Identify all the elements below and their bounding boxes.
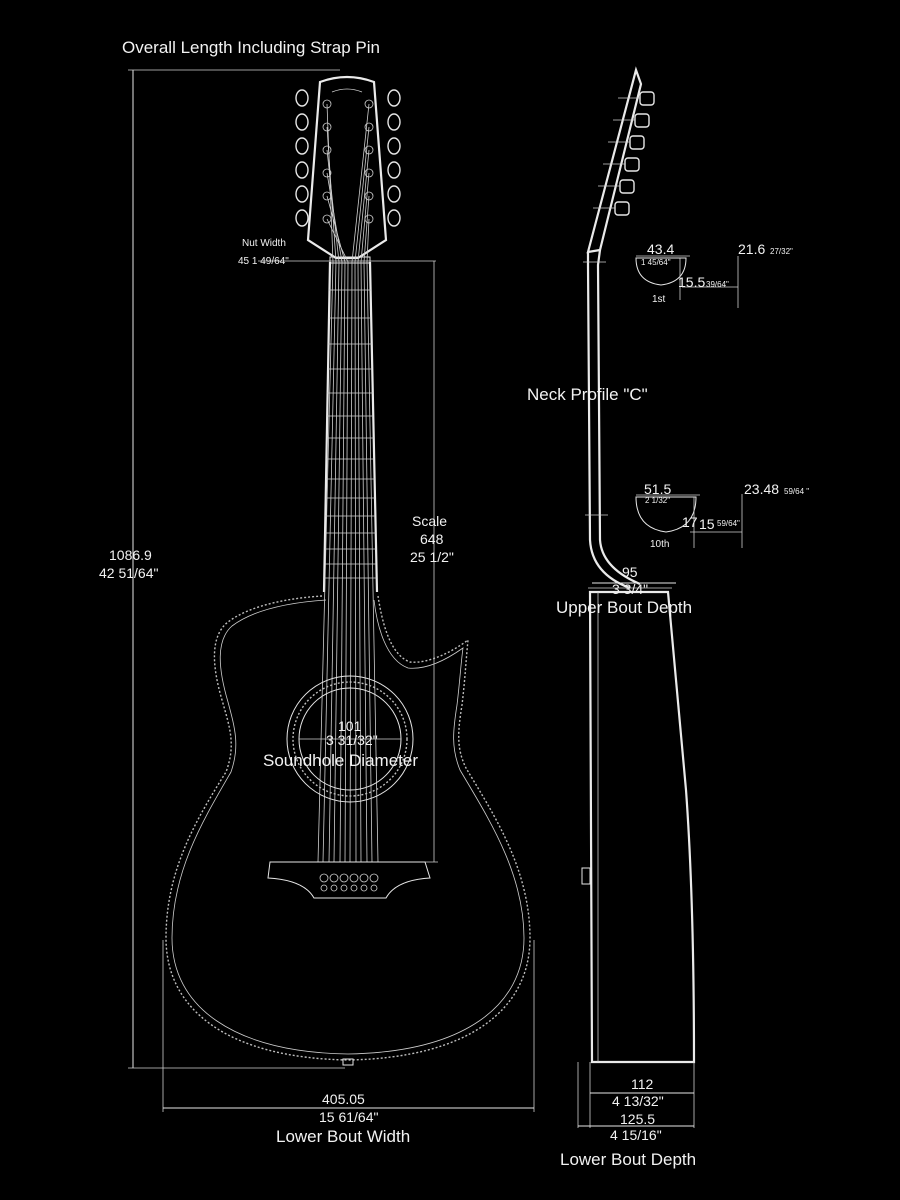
soundhole-mm: 101 xyxy=(338,718,362,734)
nut-width-title: Nut Width xyxy=(242,238,286,249)
side-neck xyxy=(586,249,641,590)
nut-width-value: 45 1 49/64" xyxy=(238,256,289,267)
tenth-fret-label: 10th xyxy=(650,539,669,550)
tenth-fret-depth-in: 59/64" xyxy=(717,519,740,528)
tenth-fret-width-in: 2 1/32" xyxy=(645,496,670,505)
scale-mm: 648 xyxy=(420,531,444,547)
side-view xyxy=(577,66,743,1128)
side-strap-button xyxy=(581,867,591,885)
first-fret-depth: 15.5 xyxy=(678,274,705,290)
side-tuners xyxy=(593,91,655,216)
guitar-body xyxy=(165,595,531,1061)
tuning-pegs xyxy=(295,89,401,227)
lower-depth-inner-mm: 112 xyxy=(631,1076,654,1092)
side-body xyxy=(588,590,696,1064)
soundhole-rosette-pattern xyxy=(292,681,408,797)
tenth-fret-width: 51.5 xyxy=(644,481,671,497)
scale-title: Scale xyxy=(412,513,447,529)
front-view xyxy=(128,69,535,1112)
lower-bout-width-in: 15 61/64" xyxy=(319,1109,378,1125)
first-fret-depth-in: 39/64" xyxy=(706,280,729,289)
lower-depth-inner-in: 4 13/32" xyxy=(612,1093,664,1109)
bridge xyxy=(267,861,431,899)
first-fret-width: 43.4 xyxy=(647,241,674,257)
strap-pin xyxy=(342,1058,354,1066)
neck-profile-title: Neck Profile "C" xyxy=(527,385,648,404)
profile-10th-fret xyxy=(635,496,697,533)
profile-1st-fret xyxy=(635,257,687,286)
first-fret-label: 1st xyxy=(652,294,666,305)
upper-bout-title: Upper Bout Depth xyxy=(556,598,692,617)
lower-bout-width-mm: 405.05 xyxy=(322,1091,365,1107)
total-length-mm: 1086.9 xyxy=(109,547,152,563)
total-length-in: 42 51/64" xyxy=(99,565,158,581)
tenth-fret-thickness: 23.48 xyxy=(744,481,779,497)
first-fret-thickness-in: 27/32" xyxy=(770,247,793,256)
strings xyxy=(317,103,379,863)
overall-length-title: Overall Length Including Strap Pin xyxy=(122,38,380,57)
lower-bout-width-title: Lower Bout Width xyxy=(276,1127,410,1146)
soundhole-title: Soundhole Diameter xyxy=(263,751,418,770)
lower-depth-outer-in: 4 15/16" xyxy=(610,1127,662,1143)
tenth-fret-thickness-in: 59/64 " xyxy=(784,487,809,496)
nut xyxy=(329,256,371,264)
first-fret-width-in: 1 45/64" xyxy=(641,258,671,267)
soundhole-rosette-outer xyxy=(286,675,414,803)
lower-depth-outer-mm: 125.5 xyxy=(620,1111,655,1127)
headstock-logo xyxy=(331,88,363,93)
soundhole-in: 3 31/32" xyxy=(326,732,378,748)
scale-in: 25 1/2" xyxy=(410,549,454,565)
neck xyxy=(322,261,379,593)
first-fret-thickness: 21.6 xyxy=(738,241,765,257)
tenth-fret-depth: 17 xyxy=(682,514,698,530)
labels: Overall Length Including Strap Pin 1086.… xyxy=(99,38,809,1169)
lower-depth-title: Lower Bout Depth xyxy=(560,1150,696,1169)
bridge-pins xyxy=(319,873,379,892)
tenth-fret-depth-2: 15 xyxy=(699,516,715,532)
guitar-binding xyxy=(171,599,525,1055)
headstock xyxy=(306,75,388,260)
upper-bout-in: 3 3/4" xyxy=(612,581,648,597)
upper-bout-mm: 95 xyxy=(622,564,638,580)
